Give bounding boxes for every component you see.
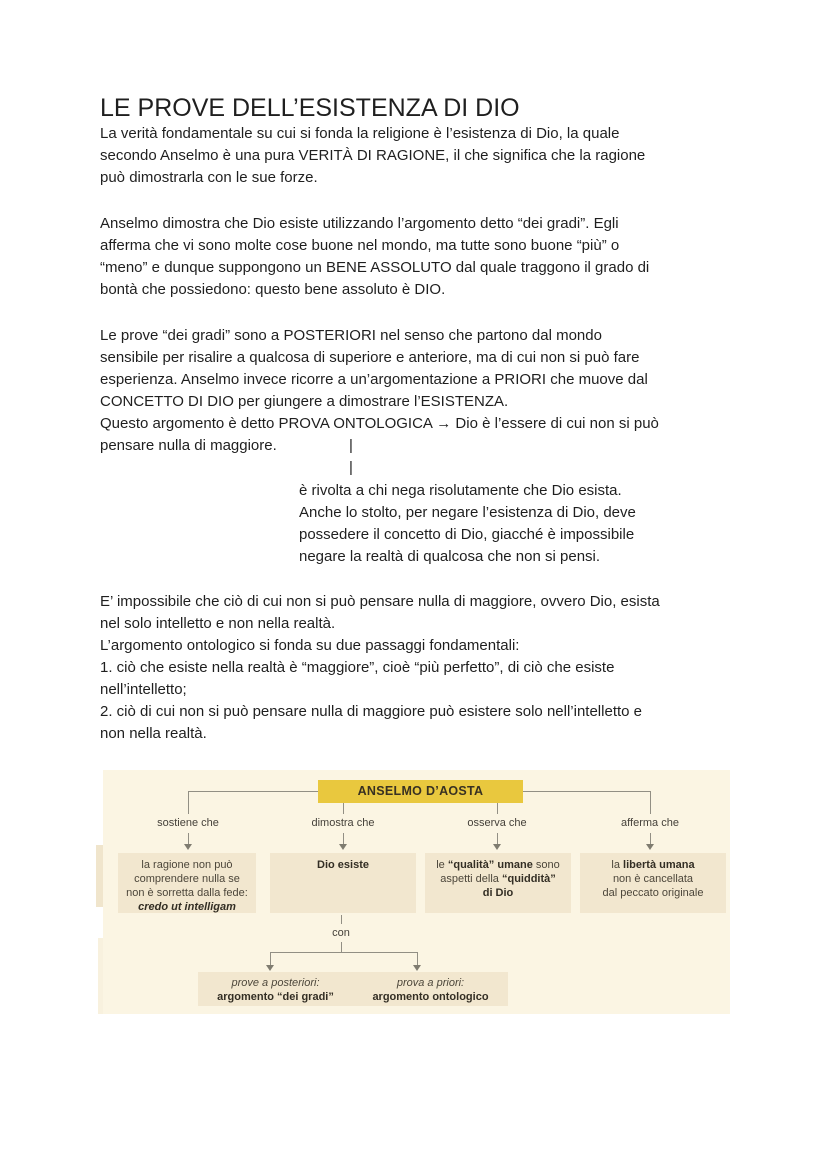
down-arrow-icon (413, 965, 421, 971)
paragraph-gradi: Anselmo dimostra che Dio esiste utilizza… (100, 215, 650, 298)
box-line: la ragione non può (141, 859, 233, 871)
annotation-block: è rivolta a chi nega risolutamente che D… (299, 482, 636, 565)
connector-line (270, 952, 417, 953)
connector-line (650, 791, 651, 814)
box-line: le “qualità” umane sono (436, 859, 560, 871)
connector-line (341, 915, 342, 924)
diagram-box-apriori: prova a priori: argomento ontologico (353, 972, 508, 1006)
branch-label-dimostra: dimostra che (311, 817, 375, 829)
diagram-box-reason: la ragione non può comprendere nulla se … (118, 853, 256, 913)
down-arrow-icon (266, 965, 274, 971)
box-line: non è cancellata (612, 873, 694, 885)
connector-line (188, 791, 189, 814)
box-line: argomento ontologico (372, 991, 489, 1003)
paragraph-posteriori-priori: Le prove “dei gradi” sono a POSTERIORI n… (100, 327, 659, 454)
arrow-line (497, 833, 498, 844)
connector-line (188, 791, 319, 792)
paragraph-intro: La verità fondamentale su cui si fonda l… (100, 125, 646, 186)
diagram-box-freedom: la libertà umana non è cancellata dal pe… (580, 853, 726, 913)
paragraph-ontological: E’ impossibile che ciò di cui non si può… (100, 593, 660, 742)
connector-line (341, 942, 342, 952)
box-line: aspetti della “quiddità” (440, 873, 556, 885)
connector-line (497, 803, 498, 814)
branch-label-sostiene: sostiene che (157, 817, 219, 829)
box-line-credo: credo ut intelligam (138, 901, 236, 913)
diagram-box-god-exists: Dio esiste (270, 853, 416, 913)
box-line: prova a priori: (396, 977, 465, 989)
connector-pipe-2: | (349, 459, 353, 476)
down-arrow-icon (339, 844, 347, 850)
diagram-box-aposteriori: prove a posteriori: argomento “dei gradi… (198, 972, 353, 1006)
connector-line (343, 803, 344, 814)
diagram-root-box: ANSELMO D’AOSTA (318, 780, 523, 803)
box-line: di Dio (482, 887, 514, 899)
anselmo-diagram: ANSELMO D’AOSTA sostiene che dimostra ch… (96, 770, 730, 1014)
box-line: non è sorretta dalla fede: (126, 887, 248, 899)
arrow-line (417, 952, 418, 965)
connector-label-con: con (332, 927, 350, 939)
page-title: LE PROVE DELL’ESISTENZA DI DIO (100, 94, 520, 122)
connector-pipe-1: | (349, 437, 353, 454)
arrow-line (188, 833, 189, 844)
box-line: la libertà umana (611, 859, 695, 871)
branch-label-afferma: afferma che (621, 817, 679, 829)
arrow-line (270, 952, 271, 965)
arrow-line (343, 833, 344, 844)
box-line: Dio esiste (317, 859, 369, 871)
down-arrow-icon (646, 844, 654, 850)
diagram-box-qualities: le “qualità” umane sono aspetti della “q… (425, 853, 571, 913)
box-line: dal peccato originale (602, 887, 704, 899)
box-line: argomento “dei gradi” (217, 991, 334, 1003)
down-arrow-icon (493, 844, 501, 850)
box-line: comprendere nulla se (134, 873, 240, 885)
down-arrow-icon (184, 844, 192, 850)
branch-label-osserva: osserva che (467, 817, 527, 829)
scan-edge-artifact (96, 845, 103, 907)
arrow-line (650, 833, 651, 844)
box-line: prove a posteriori: (231, 977, 320, 989)
scan-edge-artifact-2 (98, 938, 103, 1014)
connector-line (523, 791, 651, 792)
